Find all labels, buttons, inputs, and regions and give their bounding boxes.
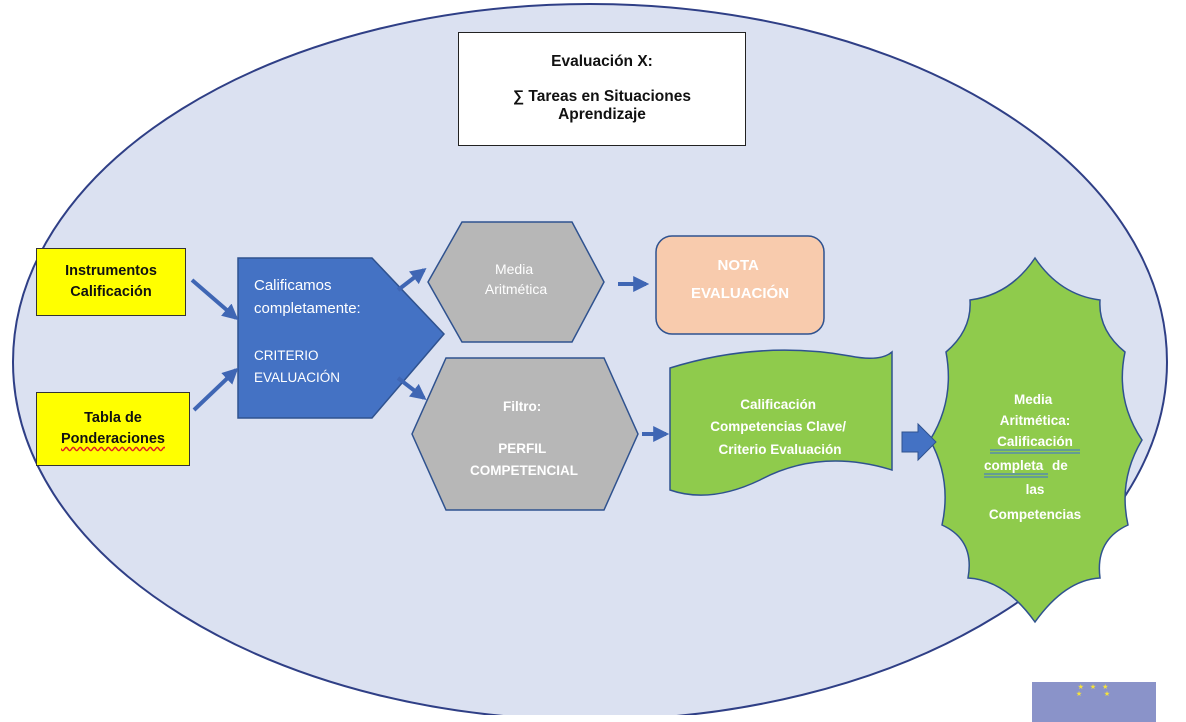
completa-de-text: completa de (984, 458, 1068, 473)
nota-evaluacion-text: NOTA EVALUACIÓN (691, 257, 789, 302)
instrumentos-calificacion-box: Instrumentos Calificación (36, 248, 186, 316)
tabla-ponderaciones-box: Tabla de Ponderaciones (36, 392, 190, 466)
media-aritmetica-hexagon (427, 221, 605, 343)
arrow-tabla-to-criterio (192, 367, 239, 412)
tabla-line-2: Ponderaciones (61, 431, 165, 447)
instrumentos-line-1: Instrumentos (65, 262, 157, 279)
tabla-line-1: Tabla de (84, 409, 142, 426)
arrow-instrumentos-to-criterio (190, 278, 239, 321)
arrow-criterio-to-filtro (396, 376, 427, 400)
nota-evaluacion-box (655, 235, 825, 335)
title-line-2: ∑ Tareas en Situaciones (513, 87, 691, 105)
media-final-text: Media Aritmética: (1000, 392, 1071, 428)
block-arrow-doc-to-final (901, 422, 937, 462)
filtro-perfil-hexagon (411, 357, 639, 511)
media-final-shape (929, 256, 1143, 624)
calificacion-competencias-doc (669, 349, 893, 496)
filtro-text: Filtro: PERFIL COMPETENCIAL (470, 399, 578, 478)
criterio-text: Calificamos completamente: CRITERIO EVAL… (254, 277, 365, 385)
evaluacion-title-box: Evaluación X: ∑ Tareas en Situaciones Ap… (458, 32, 746, 146)
calificacion-competencias-text: Calificación Competencias Clave/ Criteri… (710, 397, 850, 457)
title-line-3: Aprendizaje (558, 106, 646, 124)
arrow-criterio-to-media (396, 268, 427, 292)
competencias-text: Competencias (989, 507, 1081, 522)
criterio-evaluacion-shape (237, 257, 446, 419)
title-line-1: Evaluación X: (551, 53, 653, 71)
eu-flag-image: ★ ★ ★★ ★ (1032, 682, 1156, 722)
calificacion-underlined-text: Calificación (997, 434, 1073, 449)
flag-stars-icon: ★ ★ ★★ ★ (1075, 684, 1113, 698)
instrumentos-line-2: Calificación (70, 284, 152, 300)
media-aritmetica-text: Media Aritmética (485, 261, 547, 297)
las-text: las (1026, 482, 1045, 497)
